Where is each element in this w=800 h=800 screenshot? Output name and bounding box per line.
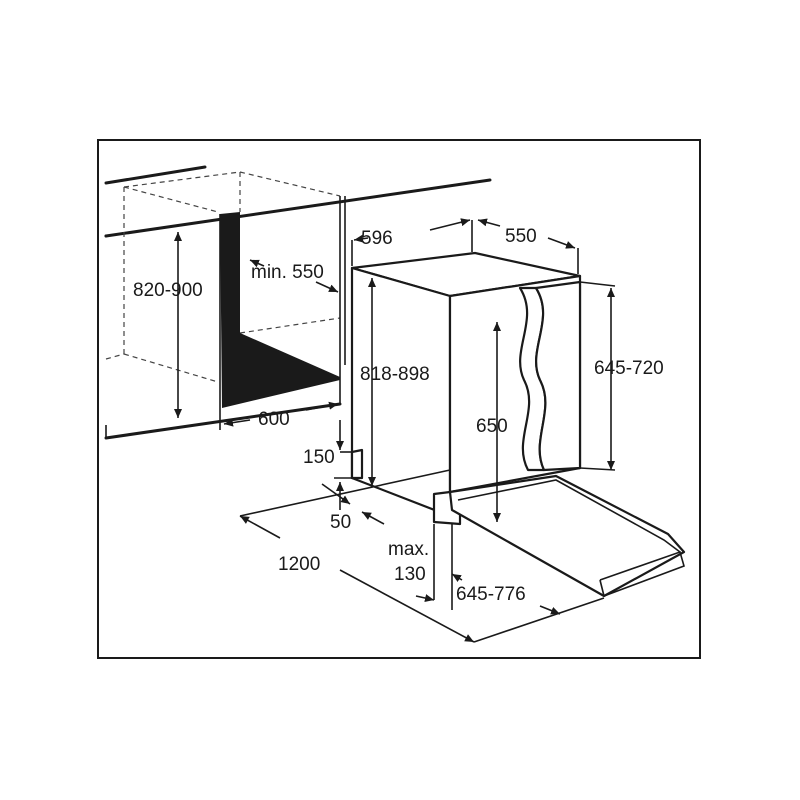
label-depth-unit: 550 <box>505 226 537 247</box>
label-door-clearance: 645-776 <box>456 584 526 605</box>
label-door-swing: 1200 <box>278 554 320 575</box>
label-max-value: 130 <box>394 564 426 585</box>
cabinet-outline-dashed <box>105 171 341 383</box>
dimension-lines <box>174 218 616 643</box>
open-door <box>448 474 686 598</box>
niche-side-wall <box>220 212 340 408</box>
label-plinth-height: 150 <box>303 447 335 468</box>
label-inner-height: 650 <box>476 416 508 437</box>
diagram-frame <box>97 139 701 659</box>
label-niche-depth: min. 550 <box>251 262 324 283</box>
label-width-unit: 596 <box>361 228 393 249</box>
label-max: max. <box>388 539 429 560</box>
label-unit-height: 818-898 <box>360 364 430 385</box>
door-panel-wave <box>518 280 582 472</box>
label-niche-width: 600 <box>258 409 290 430</box>
label-niche-height: 820-900 <box>133 280 203 301</box>
label-plinth-offset: 50 <box>330 512 351 533</box>
worktop <box>104 165 492 440</box>
label-door-height: 645-720 <box>594 358 664 379</box>
